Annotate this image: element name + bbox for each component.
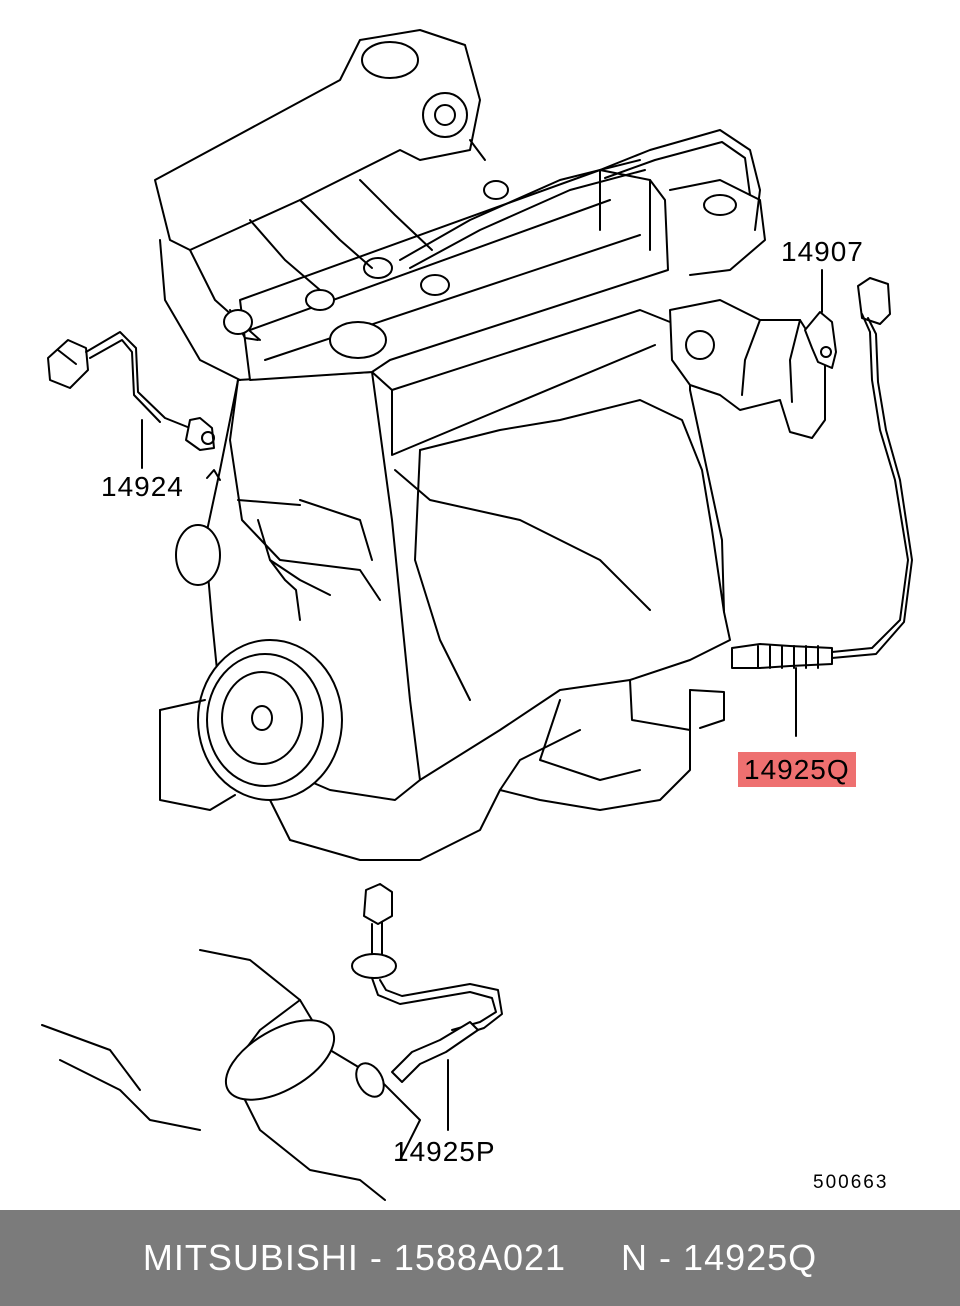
o2-sensor-14925q xyxy=(731,277,913,737)
engine-diagram xyxy=(41,29,913,1201)
label-14925p: 14925P xyxy=(393,1136,496,1167)
thermostat-housing xyxy=(669,299,826,439)
footer-gap xyxy=(566,1237,621,1279)
label-14925q-highlighted: 14925Q xyxy=(738,752,856,787)
footer-part-number: 1588A021 xyxy=(393,1237,567,1278)
diagram-code: 500663 xyxy=(813,1172,889,1193)
footer-separator: - xyxy=(358,1237,394,1278)
crank-pulley xyxy=(159,524,343,811)
footer-separator-2: - xyxy=(648,1237,684,1278)
footer-bar: MITSUBISHI - 1588A021 N - 14925Q xyxy=(0,1210,960,1306)
footer-ref-number: 14925Q xyxy=(683,1237,818,1278)
label-14924: 14924 xyxy=(101,471,184,502)
footer-brand: MITSUBISHI xyxy=(142,1237,359,1278)
engine-block xyxy=(204,309,731,801)
cylinder-head xyxy=(239,159,669,381)
knock-sensor-14924 xyxy=(47,331,221,481)
exhaust-pipe xyxy=(41,949,421,1201)
intake-manifold xyxy=(154,29,486,381)
o2-sensor-14925p xyxy=(351,883,503,1131)
label-14907: 14907 xyxy=(781,236,864,267)
bracket-14907 xyxy=(804,269,837,369)
oil-pan xyxy=(269,699,691,861)
ignition-harness xyxy=(599,129,766,276)
footer-ref-prefix: N xyxy=(621,1237,649,1278)
